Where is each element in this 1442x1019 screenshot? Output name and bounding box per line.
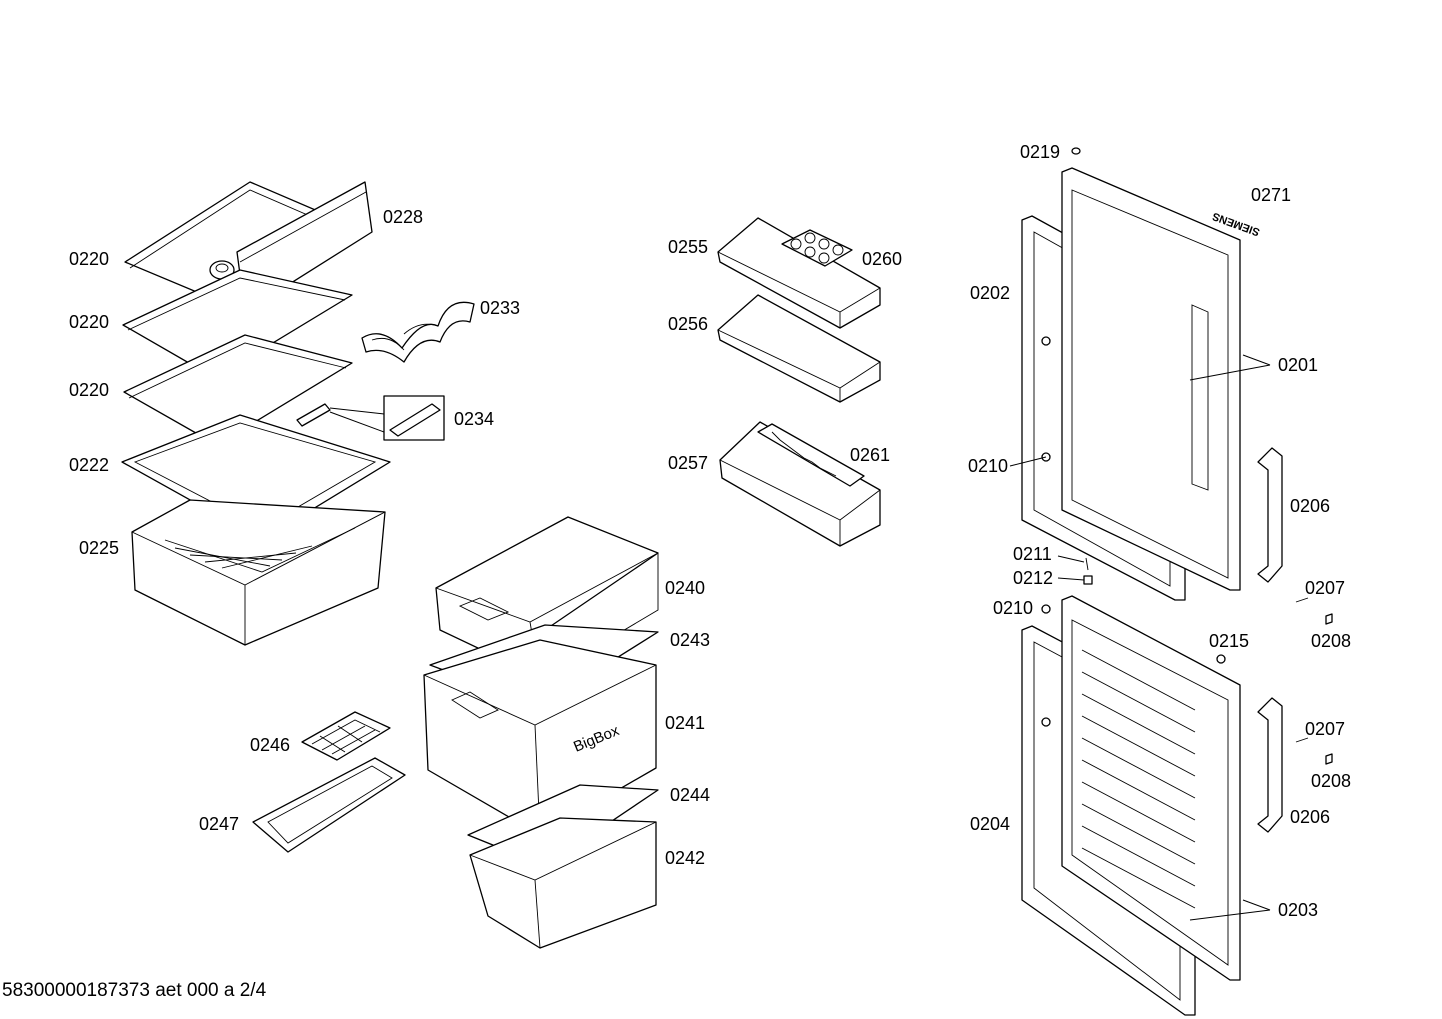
door-handle-lower [1257, 697, 1283, 833]
door-bin-egg [717, 217, 881, 329]
part-label: 0246 [250, 735, 290, 755]
fridge-door-panel [1061, 167, 1241, 591]
part-label: 0206 [1290, 807, 1330, 827]
part-label: 0234 [454, 409, 494, 429]
freezer-door-ribs [1081, 649, 1196, 909]
door-bin-bottle [719, 421, 881, 547]
part-label: 0225 [79, 538, 119, 558]
part-label: 0256 [668, 314, 708, 334]
part-label: 0207 [1305, 578, 1345, 598]
part-label: 0215 [1209, 631, 1249, 651]
part-label: 0208 [1311, 631, 1351, 651]
freezer-door-panel [1061, 595, 1241, 981]
part-label: 0261 [850, 445, 890, 465]
part-label: 0212 [1013, 568, 1053, 588]
part-label: 0204 [970, 814, 1010, 834]
part-label: 0271 [1251, 185, 1291, 205]
glass-shelf [123, 334, 353, 446]
part-label: 0203 [1278, 900, 1318, 920]
egg-tray [781, 229, 853, 267]
part-label: 0208 [1311, 771, 1351, 791]
part-label: 0201 [1278, 355, 1318, 375]
part-label: 0244 [670, 785, 710, 805]
part-label: 0210 [968, 456, 1008, 476]
part-label: 0211 [1013, 544, 1052, 564]
ice-tray-tub [252, 757, 406, 853]
leader-lines [1009, 354, 1271, 921]
freezer-drawer-bottom [469, 817, 657, 949]
part-label: 0220 [69, 249, 109, 269]
part-label: 0219 [1020, 142, 1060, 162]
part-label: 0220 [69, 312, 109, 332]
shelf-bar-detail [329, 395, 445, 441]
part-label: 0220 [69, 380, 109, 400]
shelf-bar [296, 403, 331, 427]
part-label: 0233 [480, 298, 520, 318]
part-label: 0247 [199, 814, 239, 834]
part-label: 0241 [665, 713, 705, 733]
part-label: 0240 [665, 578, 705, 598]
ice-cube-tray [301, 711, 391, 761]
hardware-parts [1041, 147, 1333, 765]
bottle-holder [757, 423, 865, 487]
bottle-rack [361, 301, 475, 363]
part-label: 0207 [1305, 719, 1345, 739]
vegetable-crisper [131, 499, 386, 646]
door-handle-upper [1257, 447, 1283, 583]
part-label: 0222 [69, 455, 109, 475]
part-label: 0242 [665, 848, 705, 868]
part-label: 0260 [862, 249, 902, 269]
document-footer-id: 58300000187373 aet 000 a 2/4 [2, 980, 267, 1001]
part-label: 0206 [1290, 496, 1330, 516]
part-label: 0228 [383, 207, 423, 227]
glass-shelf [122, 269, 353, 379]
part-label: 0210 [993, 598, 1033, 618]
part-label: 0257 [668, 453, 708, 473]
part-label: 0202 [970, 283, 1010, 303]
part-label: 0255 [668, 237, 708, 257]
part-labels: 0219 0271 0228 0220 0255 0260 0202 0233 … [69, 142, 1351, 920]
door-bin-middle [717, 294, 881, 403]
part-label: 0243 [670, 630, 710, 650]
